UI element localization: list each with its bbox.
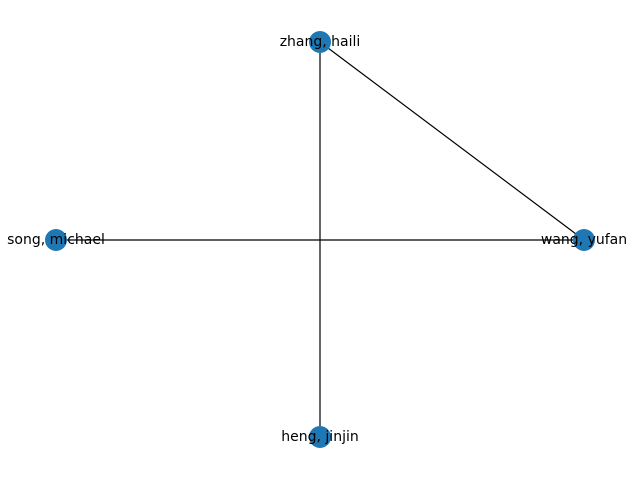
node-label-song: song, michael xyxy=(7,232,105,248)
node-label-wang: wang, yufan xyxy=(541,232,627,248)
node-zhang[interactable] xyxy=(309,31,331,53)
graph-nodes xyxy=(45,31,595,448)
graph-edges xyxy=(56,41,585,437)
graph-labels: zhang, haili wang, yufan song, michael h… xyxy=(7,34,627,445)
node-label-zhang: zhang, haili xyxy=(280,34,361,50)
edge-zhang-wang xyxy=(319,41,585,241)
node-label-heng: heng, jinjin xyxy=(281,429,358,445)
node-song[interactable] xyxy=(45,229,67,251)
node-heng[interactable] xyxy=(309,426,331,448)
node-wang[interactable] xyxy=(573,229,595,251)
